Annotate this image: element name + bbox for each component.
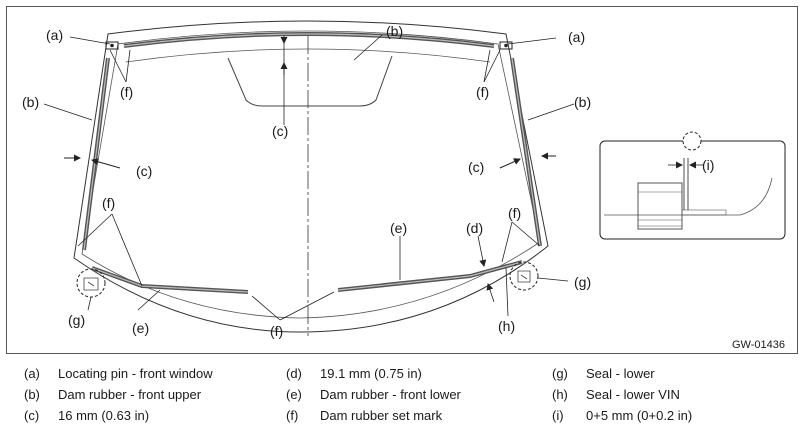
legend-item: (b) Dam rubber - front upper (24, 387, 201, 402)
callout-f-lower-left: (f) (102, 195, 115, 211)
callout-f-lower-right: (f) (508, 205, 521, 221)
legend-item: (d) 19.1 mm (0.75 in) (286, 366, 422, 381)
callout-c-top: (c) (272, 123, 288, 139)
callout-a-left: (a) (46, 27, 63, 43)
windshield-outer-outline (73, 20, 549, 333)
callout-f-left: (f) (120, 84, 133, 100)
legend-key: (a) (24, 366, 40, 381)
detail-rubber (637, 182, 683, 230)
legend-text: Seal - lower (586, 366, 655, 381)
legend-key: (e) (286, 387, 302, 402)
legend-item: (a) Locating pin - front window (24, 366, 213, 381)
callout-g-left: (g) (68, 312, 85, 328)
callout-c-left: (c) (136, 163, 152, 179)
legend: (a) Locating pin - front window (b) Dam rub… (0, 362, 804, 428)
seal-lower-left-marker (76, 268, 106, 298)
callout-g-right: (g) (574, 274, 591, 290)
legend-item: (e) Dam rubber - front lower (286, 387, 461, 402)
legend-key: (d) (286, 366, 302, 381)
legend-text: Dam rubber - front lower (320, 387, 461, 402)
legend-key: (f) (286, 408, 299, 423)
locating-pin-right (499, 41, 513, 50)
callout-e-left: (e) (132, 320, 149, 336)
callout-b-top: (b) (386, 23, 403, 39)
legend-key: (g) (552, 366, 568, 381)
locating-pin-left (105, 41, 119, 50)
legend-text: 19.1 mm (0.75 in) (320, 366, 422, 381)
legend-key: (c) (24, 408, 40, 423)
legend-item: (f) Dam rubber set mark (286, 408, 442, 423)
windshield-inner-outline (81, 30, 541, 319)
legend-text: 0+5 mm (0+0.2 in) (586, 408, 693, 423)
callout-e-right: (e) (390, 220, 407, 236)
legend-text: Dam rubber set mark (320, 408, 443, 423)
legend-item: (g) Seal - lower (552, 366, 655, 381)
dam-rubber-lower-right (337, 260, 523, 292)
legend-item: (c) 16 mm (0.63 in) (24, 408, 149, 423)
callout-h: (h) (498, 318, 515, 334)
leader-lines (43, 34, 575, 321)
legend-text: Dam rubber - front upper (58, 387, 202, 402)
seal-lower-right-marker (509, 261, 539, 291)
detail-inset-marker (682, 131, 702, 151)
dam-rubber-lower-left (91, 266, 249, 294)
legend-item: (h) Seal - lower VIN (552, 387, 680, 402)
callout-f-right: (f) (476, 84, 489, 100)
callout-d: (d) (466, 220, 483, 236)
legend-key: (i) (552, 408, 564, 423)
legend-item: (i) 0+5 mm (0+0.2 in) (552, 408, 692, 423)
callout-b-left: (b) (22, 94, 39, 110)
legend-text: Locating pin - front window (58, 366, 213, 381)
callout-i: (i) (702, 157, 714, 173)
callout-b-right: (b) (574, 94, 591, 110)
callout-c-right: (c) (468, 159, 484, 175)
legend-text: Seal - lower VIN (586, 387, 680, 402)
legend-text: 16 mm (0.63 in) (58, 408, 150, 423)
callout-a-right: (a) (568, 29, 585, 45)
figure-id: GW-01436 (732, 339, 785, 351)
legend-key: (h) (552, 387, 568, 402)
legend-key: (b) (24, 387, 40, 402)
callout-f-bottom: (f) (270, 323, 283, 339)
detail-inset-box (599, 140, 786, 240)
mirror-mount-area (227, 55, 393, 107)
